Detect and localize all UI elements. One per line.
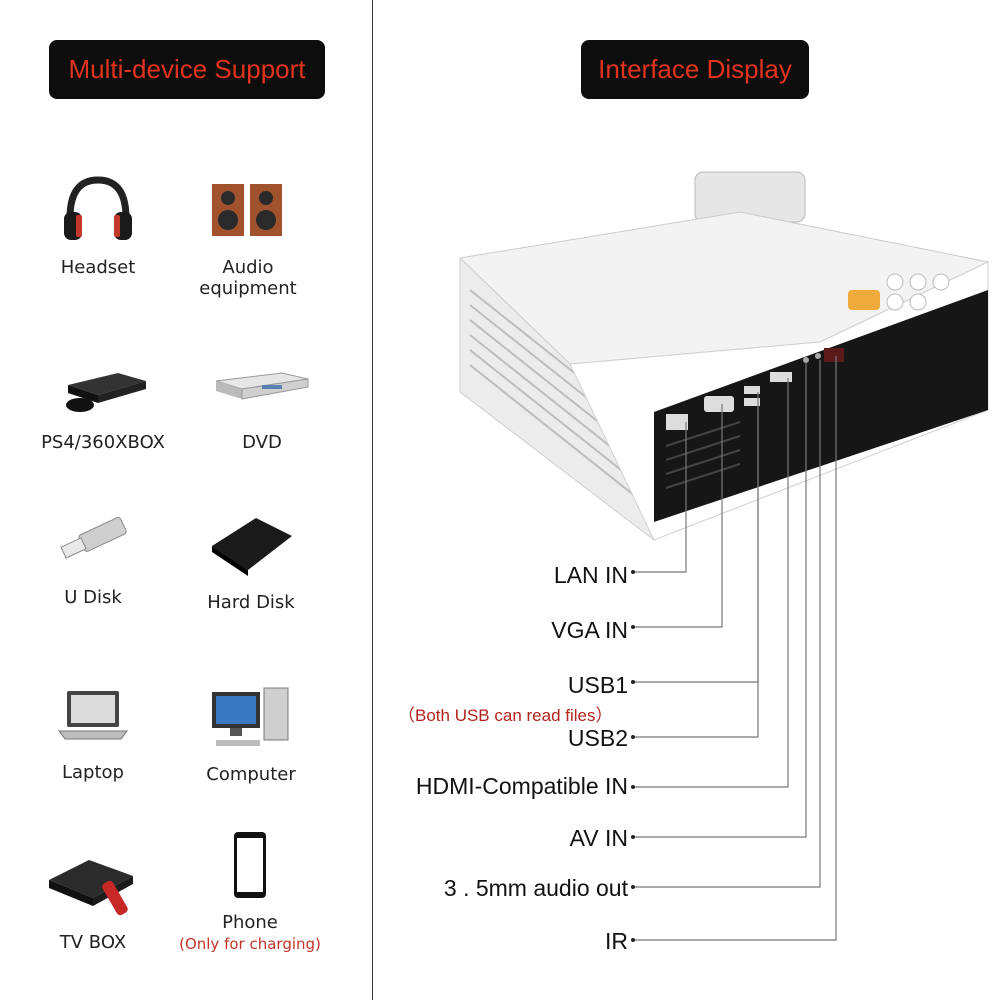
multi-device-title: Multi-device Support	[49, 40, 325, 99]
device-label: PS4/360XBOX	[41, 432, 165, 453]
game-console-icon	[28, 340, 178, 430]
device-label: Computer	[206, 764, 296, 785]
lan-port	[666, 414, 688, 430]
computer-icon	[176, 672, 326, 762]
device-laptop: Laptop	[18, 670, 168, 783]
av-port	[803, 357, 809, 363]
device-audio-equipment: Audio equipment	[173, 165, 323, 299]
port-label-ir: IR	[605, 928, 628, 954]
interface-display-title: Interface Display	[581, 40, 809, 99]
laptop-icon	[18, 670, 168, 760]
device-computer: Computer	[176, 672, 326, 785]
dvd-player-icon	[187, 340, 337, 430]
device-label: DVD	[242, 432, 282, 453]
speakers-icon	[173, 165, 323, 255]
headset-icon	[23, 165, 173, 255]
device-tv-box: TV BOX	[18, 840, 168, 953]
device-hard-disk: Hard Disk	[176, 500, 326, 613]
usb2-port	[744, 398, 760, 406]
device-label: U Disk	[64, 587, 122, 608]
device-label: Phone	[222, 912, 278, 933]
tv-box-icon	[18, 840, 168, 930]
phone-icon	[175, 820, 325, 910]
orange-power-button	[848, 290, 880, 310]
port-label-lan: LAN IN	[553, 562, 628, 588]
port-label-usb2: USB2	[567, 725, 628, 751]
port-label-usb1: USB1	[567, 672, 628, 698]
port-label-audio-out: 3 . 5mm audio out	[443, 875, 628, 901]
hard-disk-icon	[176, 500, 326, 590]
device-label: Hard Disk	[207, 592, 295, 613]
usb1-port	[744, 386, 760, 394]
usb-drive-icon	[18, 495, 168, 585]
port-label-vga: VGA IN	[551, 617, 628, 643]
device-game-console: PS4/360XBOX	[28, 340, 178, 453]
port-label-av: AV IN	[569, 825, 628, 851]
device-dvd: DVD	[187, 340, 337, 453]
usb-note: （Both USB can read files）	[398, 706, 613, 725]
ir-sensor	[824, 348, 844, 362]
device-headset: Headset	[23, 165, 173, 278]
device-label: Laptop	[62, 762, 124, 783]
projector-illustration	[458, 171, 990, 942]
device-phone: Phone (Only for charging)	[175, 820, 325, 953]
audio-port	[815, 353, 821, 359]
port-label-hdmi: HDMI-Compatible IN	[415, 773, 628, 799]
device-label: Headset	[60, 257, 136, 278]
device-label: Audio equipment	[199, 257, 297, 299]
hdmi-port	[770, 372, 792, 382]
device-u-disk: U Disk	[18, 495, 168, 608]
center-divider	[372, 0, 373, 1000]
device-label: TV BOX	[59, 932, 127, 953]
vga-port	[704, 396, 734, 412]
device-sublabel: (Only for charging)	[179, 935, 321, 953]
